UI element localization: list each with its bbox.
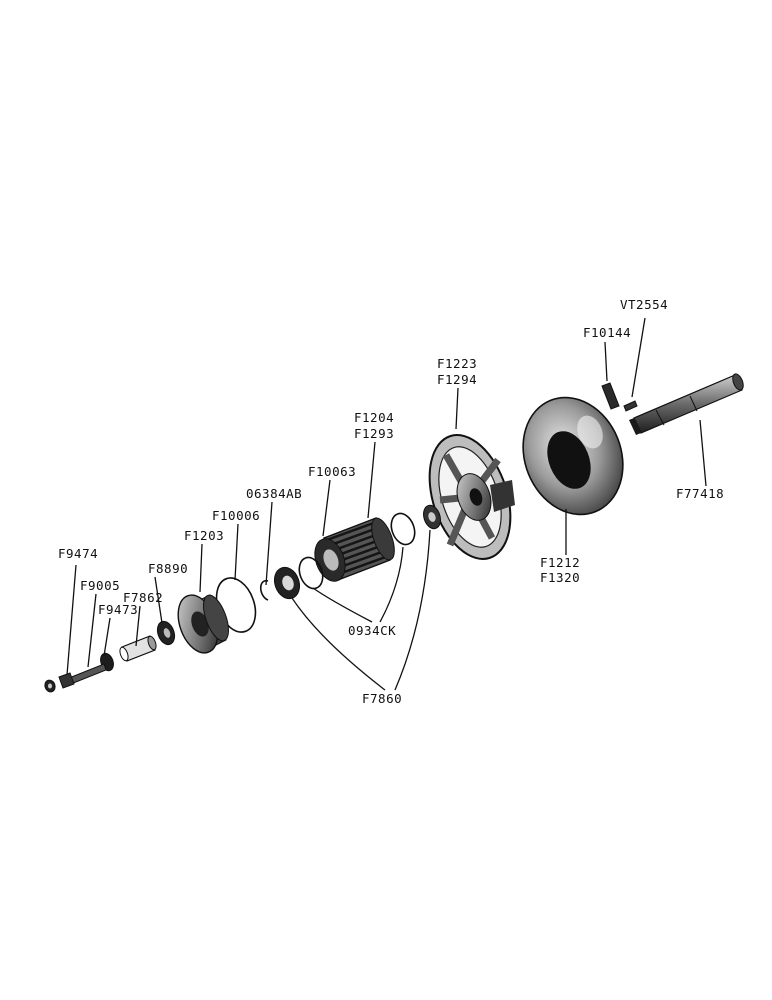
- sheave-f1212: [522, 396, 624, 516]
- label-f1293: F1293: [354, 426, 394, 441]
- setscrew-vt2554: [623, 400, 638, 412]
- label-f1223: F1223: [437, 356, 477, 371]
- label-f9005: F9005: [80, 578, 120, 593]
- label-06384ab: 06384AB: [246, 486, 302, 501]
- key-f10144: [601, 382, 620, 410]
- label-f10144: F10144: [583, 325, 631, 340]
- label-f10063: F10063: [308, 464, 356, 479]
- bearing-f8890: [156, 620, 176, 646]
- label-f1320: F1320: [540, 570, 580, 585]
- label-f7862: F7862: [123, 590, 163, 605]
- leader-lines: [66, 317, 707, 691]
- snapring-0934ck-left: [298, 556, 324, 590]
- label-f9474: F9474: [58, 546, 98, 561]
- hub-f1204: [314, 517, 395, 582]
- sleeve-f7862: [119, 635, 157, 662]
- label-f10006: F10006: [212, 508, 260, 523]
- snapring-0934ck-right: [390, 512, 416, 546]
- label-f7860: F7860: [362, 691, 402, 706]
- bearing-f7860-inner: [423, 504, 441, 530]
- housing-f1203: [177, 594, 229, 654]
- label-f77418: F77418: [676, 486, 724, 501]
- end-nut: [44, 679, 56, 693]
- label-f1212: F1212: [540, 555, 580, 570]
- label-f1294: F1294: [437, 372, 477, 387]
- nut-f9474: [58, 672, 75, 689]
- shaft-f77418: [629, 373, 744, 435]
- label-f1203: F1203: [184, 528, 224, 543]
- label-f1204: F1204: [354, 410, 394, 425]
- label-0934ck: 0934CK: [348, 623, 396, 638]
- ring-06384ab: [259, 579, 269, 601]
- label-vt2554: VT2554: [620, 297, 668, 312]
- label-f9473: F9473: [98, 602, 138, 617]
- sheave-f1223: [428, 434, 515, 560]
- label-f8890: F8890: [148, 561, 188, 576]
